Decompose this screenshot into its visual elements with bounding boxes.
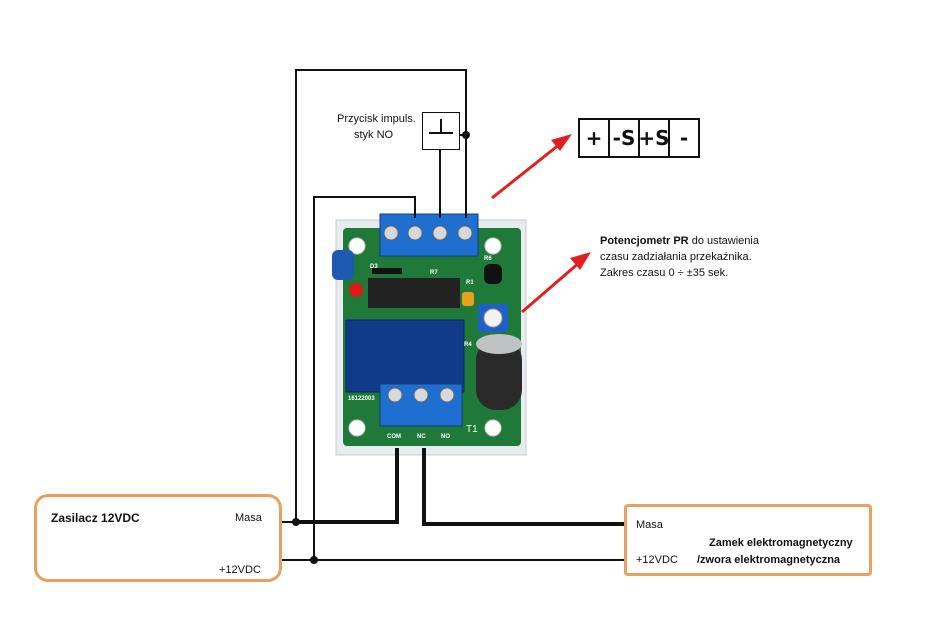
pcb-label-r1: R1 [466,280,474,286]
relay [345,319,465,393]
pcb-module [332,213,527,456]
relay-label-nc: NC [417,434,426,440]
ic-chip [368,278,460,308]
junction-dot [292,518,300,526]
lock-subtitle: /zwora elektromagnetyczna [697,554,841,566]
pcb-label-r4: R4 [464,342,472,348]
transistor [484,264,502,284]
terminal-minus: - [679,126,689,150]
terminal-plus: + [580,120,610,156]
electromagnetic-lock-box: Masa Zamek elektromagnetyczny +12VDC /zw… [624,504,872,576]
relay-label-no: NO [441,434,450,440]
mount-hole [348,237,366,255]
pushbutton-switch [422,112,460,150]
terminal-strip: + -S +S - [578,118,700,158]
potentiometer-note-bold: Potencjometr PR [600,235,689,247]
potentiometer-note-rest: do ustawienia [688,235,759,247]
relay-label-com: COM [387,434,401,440]
pcb-label-d3: D3 [370,264,378,270]
led [349,283,363,297]
junction-dot [462,131,470,139]
pointer-arrows [491,134,591,314]
pushbutton-icon [429,119,453,134]
pcb-label-r6: R6 [484,256,492,262]
pcb-label-t1: T1 [466,424,478,435]
mount-hole [348,419,366,437]
mount-hole [484,419,502,437]
switch-label-line1: Przycisk impuls. [337,113,416,125]
power-supply-plus-label: +12VDC [219,564,261,576]
potentiometer-note-line3: Zakres czasu 0 ÷ ±35 sek. [600,267,729,279]
electrolytic-capacitor [476,340,522,410]
mount-hole [484,237,502,255]
terminal-minus-s: -S [610,120,640,156]
potentiometer-note-line1: Potencjometr PR do ustawienia [600,234,759,248]
power-supply-box: Zasilacz 12VDC Masa +12VDC [34,494,282,582]
power-supply-ground-label: Masa [235,512,262,524]
power-wires [296,448,628,526]
potentiometer-note-line2: czasu zadziałania przekaźnika. [600,251,752,263]
lock-plus-label: +12VDC [636,554,678,566]
junction-dot [310,556,318,564]
small-capacitor [332,250,354,280]
pcb-label-r7: R7 [430,270,438,276]
switch-label-line2: styk NO [354,129,394,141]
terminal-plus-s: +S [638,120,670,156]
pcb-code: 16122003 [348,396,375,402]
lock-ground-label: Masa [636,519,663,531]
lock-title: Zamek elektromagnetyczny [709,537,853,549]
power-supply-title: Zasilacz 12VDC [51,511,140,525]
